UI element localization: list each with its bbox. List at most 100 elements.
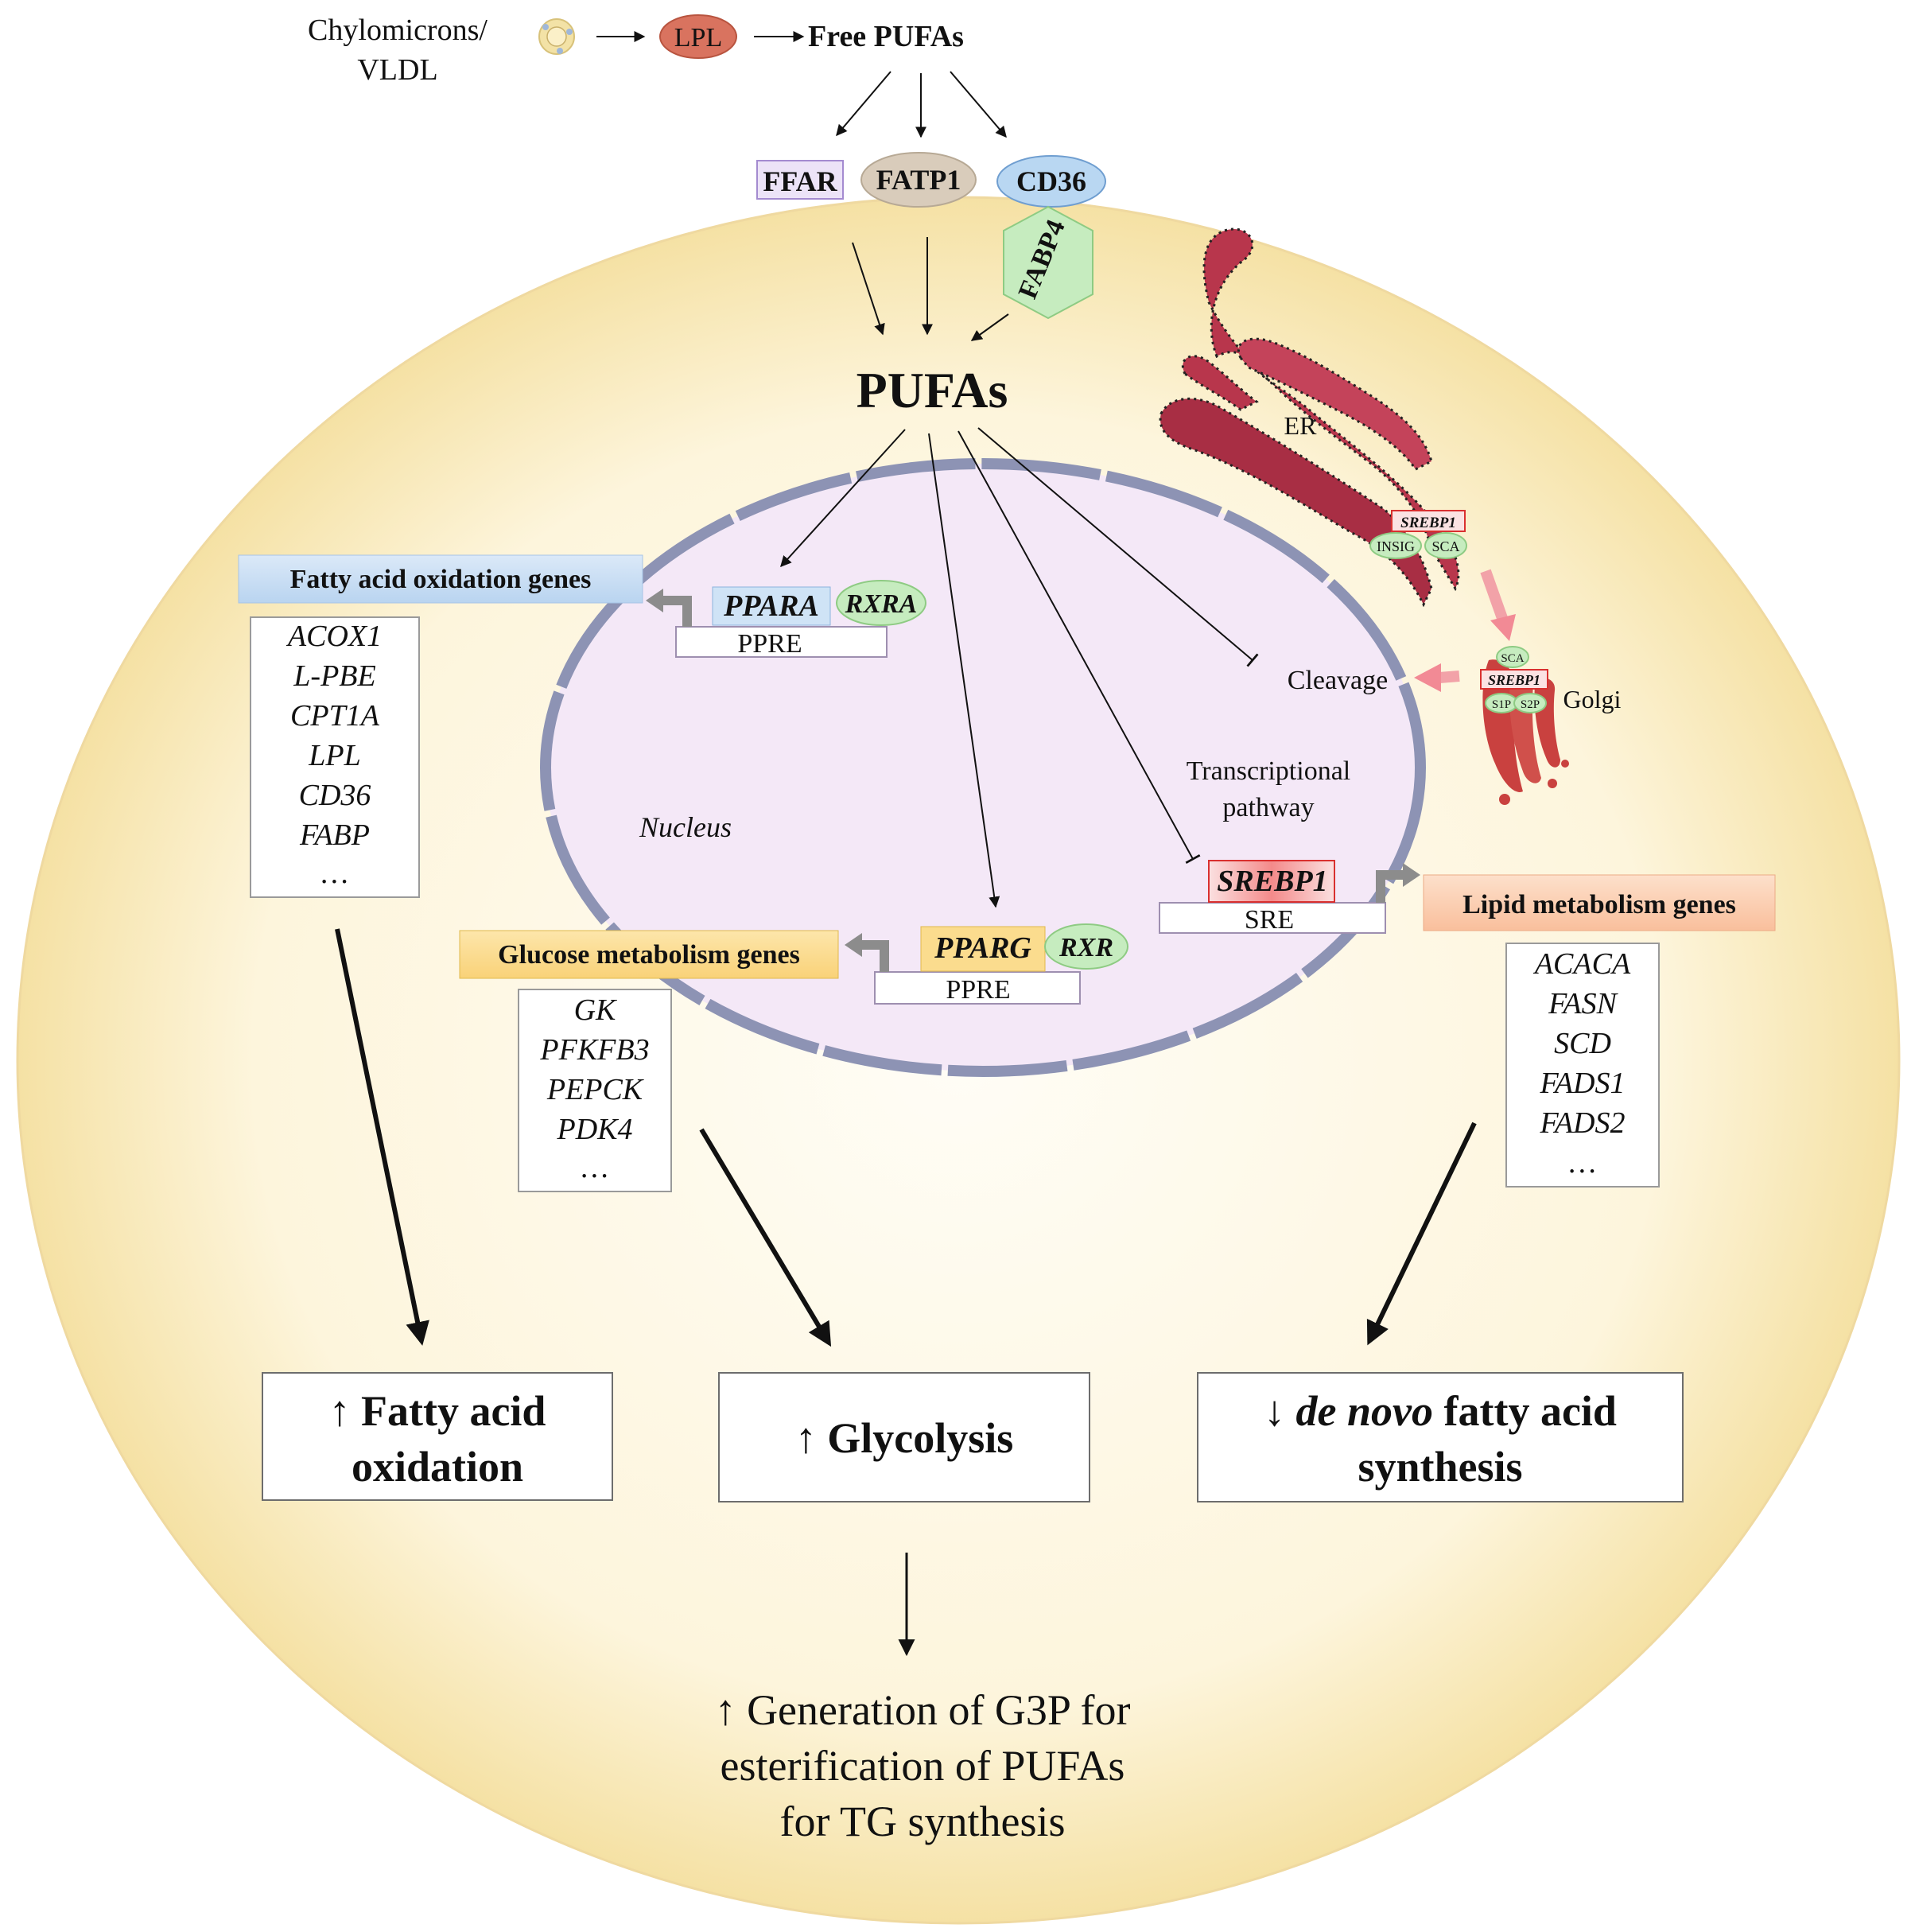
lipid-gene: FASN <box>1548 987 1619 1020</box>
ppre-element-2 <box>874 971 1081 1005</box>
lipid-gene: SCD <box>1554 1027 1611 1060</box>
fao-gene: L-PBE <box>293 659 375 693</box>
lipid-genes-title: Lipid metabolism genes <box>1462 890 1736 919</box>
arrow-pufas-to-pparg <box>928 433 1000 908</box>
fao-gene: FABP <box>299 818 370 852</box>
pparg-transcription-arrow <box>860 940 889 972</box>
arrow-ffar-to-pufas <box>852 242 885 336</box>
fatp1-label: FATP1 <box>876 164 961 196</box>
glucose-gene-list <box>518 989 672 1192</box>
pufas-title: PUFAs <box>857 362 1008 418</box>
glucose-gene: PFKFB3 <box>539 1033 649 1067</box>
er-label: ER <box>1284 411 1318 440</box>
arrow-to-glycolysis-outcome <box>699 1128 832 1347</box>
nucleus-label: Nucleus <box>639 811 732 843</box>
g3p-line3: for TG synthesis <box>780 1798 1066 1845</box>
fabp4-protein <box>1003 205 1093 320</box>
inhibit-cleavage <box>977 427 1259 667</box>
arrow-fabp4-to-pufas <box>970 313 1009 341</box>
golgi-srebp1 <box>1480 669 1548 690</box>
glucose-genes-title-box <box>459 930 839 979</box>
transcriptional-pathway-line2: pathway <box>1222 793 1314 822</box>
fao-outcome-box <box>262 1372 613 1501</box>
ffar-label: FFAR <box>763 165 837 197</box>
srebp1-transcription-arrowhead <box>1403 863 1420 887</box>
fao-gene: CPT1A <box>290 699 380 733</box>
lipid-gene: FADS1 <box>1540 1067 1626 1100</box>
ppara-label: PPARA <box>723 589 819 623</box>
s2p-label: S2P <box>1521 698 1540 711</box>
pparg-label: PPARG <box>934 931 1031 965</box>
ppre-label-1: PPRE <box>737 629 802 659</box>
lpl-enzyme <box>659 14 737 59</box>
glucose-gene: PEPCK <box>546 1073 644 1106</box>
lipid-genes-title-box <box>1423 874 1776 931</box>
ppre-label-2: PPRE <box>946 975 1010 1005</box>
arrow-pufas-to-ppara <box>780 429 906 568</box>
rxr-receptor <box>1044 923 1128 970</box>
lipogenesis-outcome-box <box>1197 1372 1684 1502</box>
fao-outcome-line2: oxidation <box>352 1443 523 1491</box>
lipid-gene-list <box>1505 943 1660 1188</box>
glycolysis-outcome-box <box>718 1372 1090 1502</box>
down-arrow-glyph: ↓ <box>1264 1387 1285 1435</box>
insig-protein <box>1369 532 1422 559</box>
pparg-receptor <box>920 926 1046 972</box>
golgi-srebp1-label: SREBP1 <box>1488 672 1540 688</box>
rxr-label: RXR <box>1058 933 1113 962</box>
lipogenesis-outcome-line1: ↓ de novo fatty acid <box>1264 1387 1617 1435</box>
fao-genes-title-box <box>238 554 643 604</box>
insig-label: INSIG <box>1377 538 1415 554</box>
ppara-receptor <box>712 586 831 626</box>
fao-gene-list <box>250 616 420 898</box>
g3p-line1: ↑ Generation of G3P for <box>715 1686 1131 1734</box>
srebp1-transcription-arrow <box>1376 870 1404 903</box>
glycolysis-outcome: ↑ Glycolysis <box>795 1414 1014 1462</box>
lipid-gene: … <box>1569 1146 1596 1180</box>
arrow-er-to-golgi-shaft <box>1480 569 1509 623</box>
cd36-label: CD36 <box>1016 165 1086 197</box>
arrow-free-pufas-to-ffar <box>836 71 891 137</box>
s1p-label: S1P <box>1492 698 1511 711</box>
glucose-gene: PDK4 <box>557 1113 633 1146</box>
lipid-gene: ACACA <box>1532 947 1631 981</box>
fao-gene: ACOX1 <box>286 620 382 653</box>
pparg-transcription-arrowhead <box>845 933 862 957</box>
rxra-receptor <box>836 580 926 626</box>
s2p-protease <box>1513 693 1547 713</box>
er-srebp1-label: SREBP1 <box>1400 515 1456 531</box>
er-sca-protein <box>1424 532 1467 559</box>
g3p-line2: esterification of PUFAs <box>721 1742 1125 1790</box>
fatp1-transporter <box>860 152 977 208</box>
ppara-transcription-arrowhead <box>646 589 663 612</box>
arrow-golgi-to-cleavage-shaft <box>1439 671 1460 683</box>
arrow-free-pufas-to-cd36 <box>950 71 1007 138</box>
lipoprotein-particle-icon <box>538 18 575 55</box>
fatty-acid-text: fatty acid <box>1444 1387 1617 1435</box>
fao-gene: LPL <box>308 739 360 772</box>
lipid-gene: FADS2 <box>1540 1106 1626 1140</box>
lpl-label: LPL <box>674 23 722 52</box>
golgi-label: Golgi <box>1563 685 1622 713</box>
er-srebp1-precursor <box>1391 510 1466 532</box>
golgi-sca-label: SCA <box>1501 652 1524 665</box>
cd36-transporter <box>996 155 1106 208</box>
arrow-to-lipogenesis-outcome <box>1366 1121 1477 1346</box>
endoplasmic-reticulum <box>1159 227 1460 608</box>
sre-label: SRE <box>1245 905 1294 935</box>
arrow-to-fao-outcome <box>335 928 429 1346</box>
er-sca-label: SCA <box>1431 538 1459 554</box>
arrow-er-to-golgi-head <box>1490 614 1516 641</box>
fao-genes-title: Fatty acid oxidation genes <box>290 565 592 594</box>
inhibit-transcriptional-pathway <box>958 430 1201 865</box>
transcriptional-pathway-line1: Transcriptional <box>1187 756 1351 786</box>
srebp1-label: SREBP1 <box>1217 865 1327 898</box>
glucose-genes-title: Glucose metabolism genes <box>498 940 800 970</box>
lipogenesis-outcome-line2: synthesis <box>1358 1443 1522 1491</box>
ffar-receptor <box>756 160 844 200</box>
free-pufas-label: Free PUFAs <box>808 20 964 53</box>
fao-gene: … <box>321 857 348 890</box>
arrow-golgi-to-cleavage-head <box>1414 663 1441 692</box>
rxra-label: RXRA <box>845 589 918 619</box>
